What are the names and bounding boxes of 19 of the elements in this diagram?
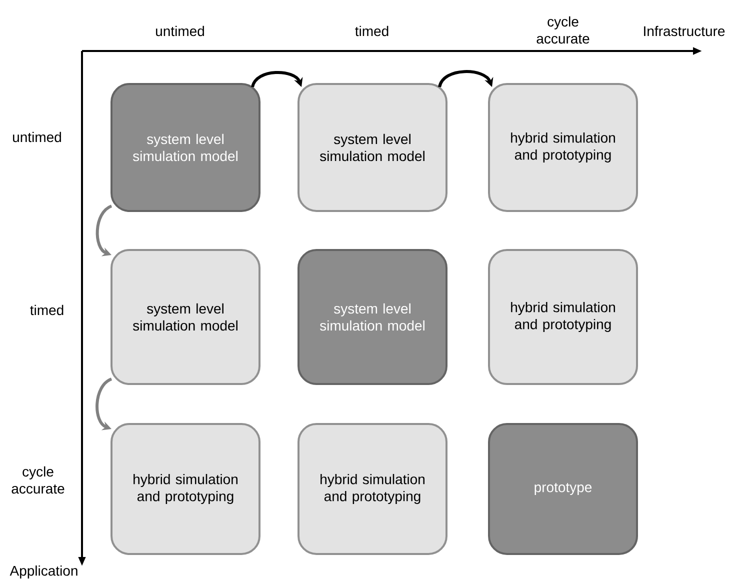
process-box: system level simulation model [110,249,260,385]
highlighted-box: system level simulation model [298,249,448,385]
process-box: system level simulation model [298,83,448,212]
axis-label: Infrastructure [644,26,725,36]
axis-label: cycle accurate [536,16,590,44]
axis-label: timed [355,26,388,36]
process-box: hybrid simulation and prototyping [488,249,638,385]
process-box: hybrid simulation and prototyping [298,423,448,555]
axis-label: untimed [13,132,61,142]
axis-label: cycle accurate [12,466,64,494]
highlighted-box: system level simulation model [110,83,260,212]
axis-label: timed [30,304,64,316]
process-box: hybrid simulation and prototyping [488,83,638,212]
curved-arrow [438,70,494,88]
axis-label: untimed [156,26,204,36]
axis-label: Application [10,565,78,579]
process-box: hybrid simulation and prototyping [110,423,260,555]
highlighted-box: prototype [488,423,638,555]
curved-arrow [251,71,303,88]
